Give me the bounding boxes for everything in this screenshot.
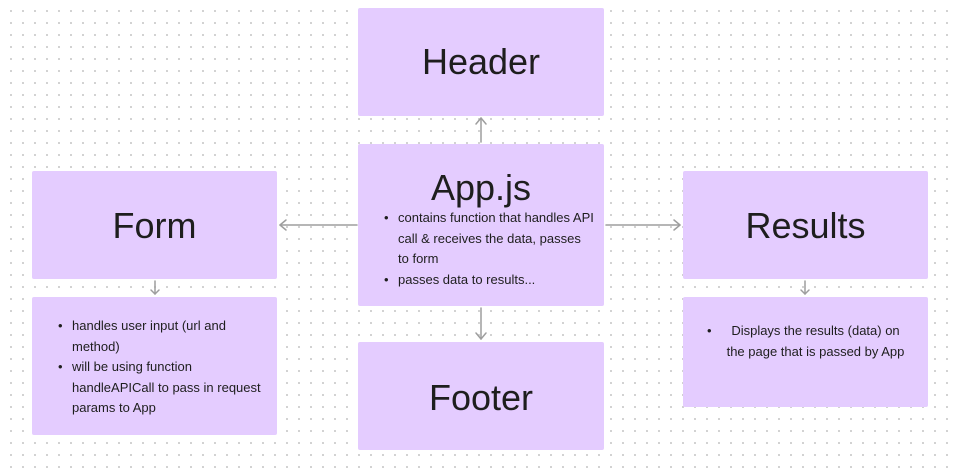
results-node-title: Results [745, 205, 866, 246]
arrow-results-to-notes [800, 280, 810, 295]
arrow-app-to-results [605, 219, 681, 231]
arrow-app-to-form [279, 219, 358, 231]
app-note-item: contains function that handles API call … [382, 208, 594, 270]
results-notes-node[interactable]: Displays the results (data) on the page … [683, 297, 928, 407]
form-notes-list: handles user input (url and method) will… [56, 316, 268, 419]
form-notes-node[interactable]: handles user input (url and method) will… [32, 297, 277, 435]
app-node[interactable]: App.js contains function that handles AP… [358, 144, 604, 306]
results-note-item: Displays the results (data) on the page … [705, 321, 910, 362]
form-note-item: will be using function handleAPICall to … [56, 357, 268, 419]
app-node-title: App.js [430, 167, 532, 208]
form-node[interactable]: Form [32, 171, 277, 279]
app-node-notes: contains function that handles API call … [382, 208, 594, 290]
form-node-title: Form [112, 205, 197, 246]
results-node[interactable]: Results [683, 171, 928, 279]
footer-node-title: Footer [428, 377, 534, 418]
form-note-item: handles user input (url and method) [56, 316, 268, 357]
header-node-title: Header [421, 41, 541, 82]
arrow-app-to-header [475, 117, 487, 143]
arrow-form-to-notes [150, 280, 160, 295]
header-node[interactable]: Header [358, 8, 604, 116]
app-note-item: passes data to results... [382, 270, 594, 291]
arrow-app-to-footer [475, 307, 487, 340]
results-notes-list: Displays the results (data) on the page … [705, 321, 910, 362]
footer-node[interactable]: Footer [358, 342, 604, 450]
